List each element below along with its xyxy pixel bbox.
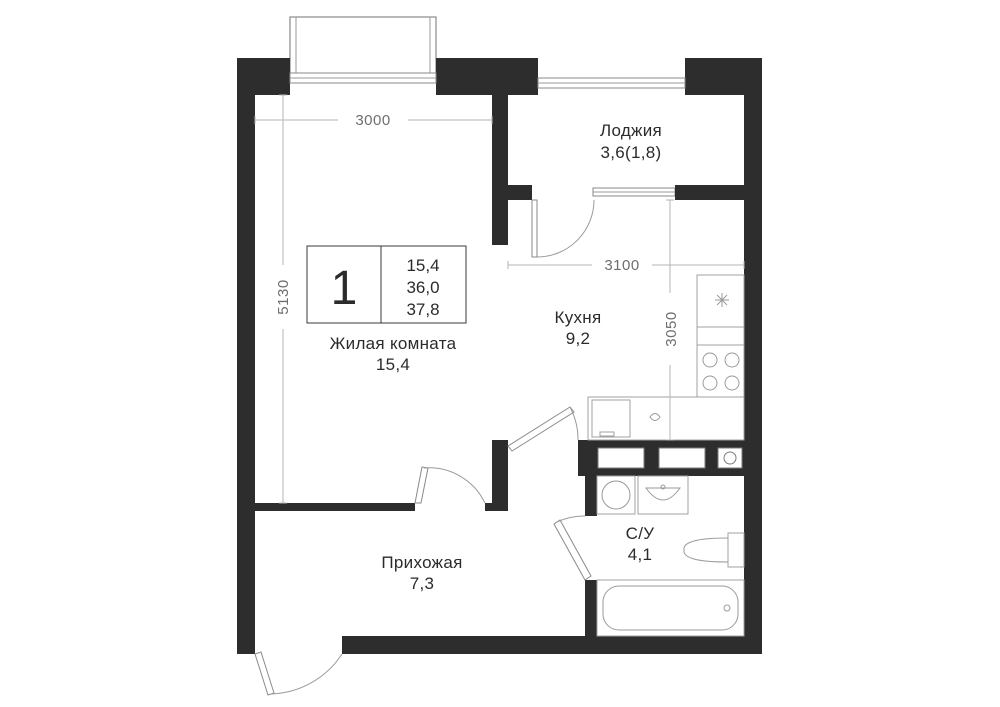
loggia-name: Лоджия [600, 121, 662, 140]
hall-name: Прихожая [381, 553, 462, 572]
badge-total-area-with-loggia: 37,8 [406, 300, 439, 319]
bathroom-area: 4,1 [628, 545, 653, 564]
bathtub-icon [596, 579, 745, 637]
living-room-name: Жилая комната [330, 334, 457, 353]
badge-total-area: 36,0 [406, 278, 439, 297]
kitchen-area: 9,2 [566, 329, 591, 348]
living-room-area: 15,4 [376, 355, 410, 374]
bathroom-fixtures [596, 475, 745, 637]
kitchen-fixtures [587, 274, 745, 441]
hob-icon [715, 293, 729, 307]
outer-walls [237, 58, 762, 654]
doors [254, 199, 595, 696]
bathroom-name: С/У [626, 524, 655, 543]
kitchen-width-dimension: 3100 [604, 257, 639, 274]
badge-rooms-count: 1 [331, 262, 358, 315]
hall-area: 7,3 [410, 574, 435, 593]
badge-living-area: 15,4 [406, 256, 439, 275]
balcony [289, 16, 437, 78]
living-length-dimension: 5130 [275, 279, 292, 314]
toilet-icon [683, 532, 745, 568]
kitchen-name: Кухня [555, 308, 602, 327]
interior-walls [255, 95, 762, 654]
windows [289, 72, 686, 197]
loggia-area: 3,6(1,8) [601, 143, 662, 162]
ventilation-shafts [597, 447, 743, 469]
area-badge: 1 15,4 36,0 37,8 [306, 245, 467, 324]
living-width-dimension: 3000 [355, 112, 390, 129]
kitchen-length-dimension: 3050 [663, 311, 680, 346]
